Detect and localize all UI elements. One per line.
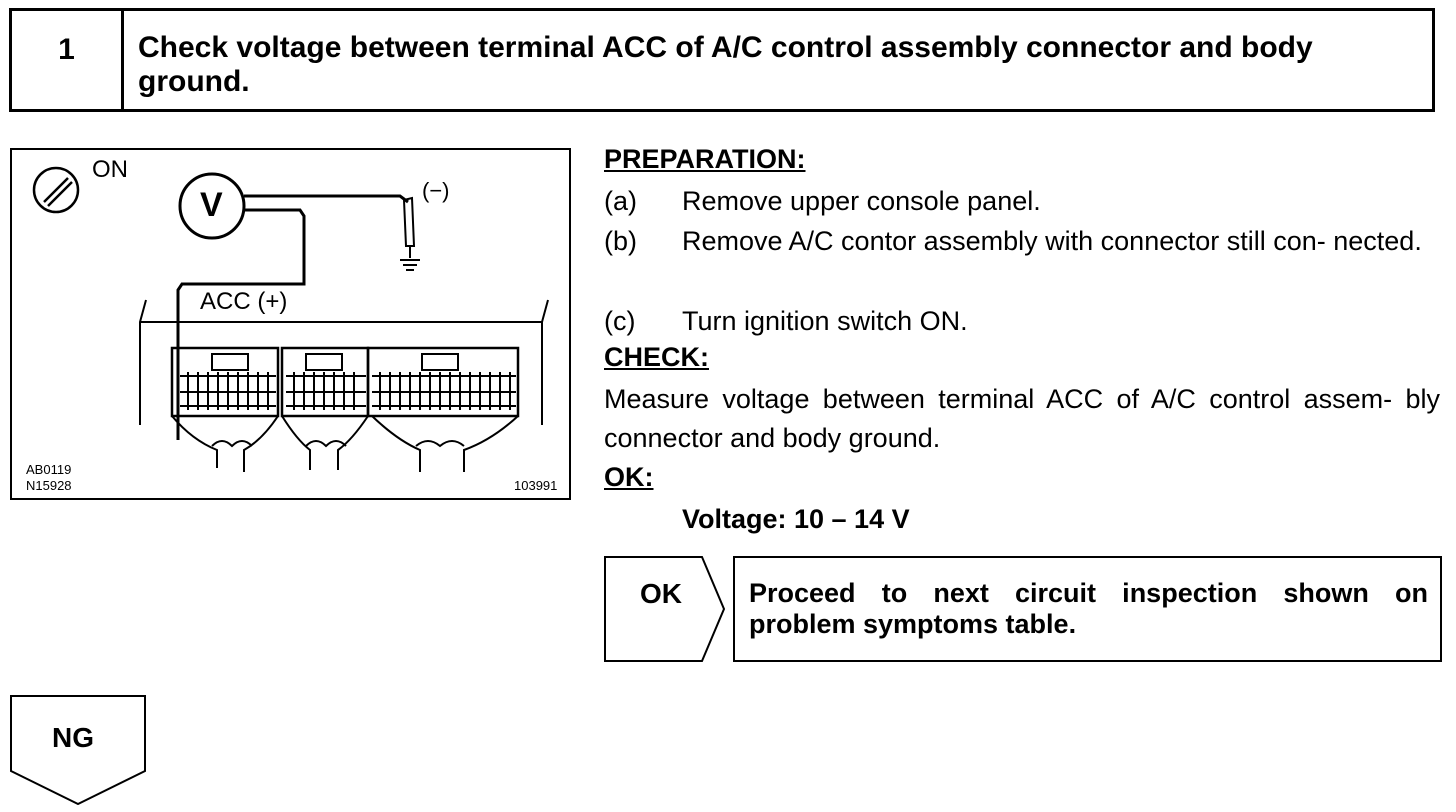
preparation-heading: PREPARATION: [604,144,806,174]
ok-result-label: OK [640,578,682,609]
diagram-code-right: 103991 [514,478,558,493]
negative-probe-label: (−) [422,178,450,203]
prep-step-text: Remove A/C contor assembly with connecto… [682,226,1422,256]
step-title: Check voltage between terminal ACC of A/… [138,31,1313,98]
step-header: 1 Check voltage between terminal ACC of … [9,8,1435,112]
ok-heading: OK: [604,462,654,492]
prep-step-label: (b) [604,226,637,256]
prep-step-text: Remove upper console panel. [682,186,1041,216]
ignition-key-icon [32,166,80,214]
ok-spec: Voltage: 10 – 14 V [682,504,910,534]
step-number: 1 [12,11,124,109]
diagram-code-left-2: N15928 [26,478,72,493]
diagram-code-left-1: AB0119 [26,462,72,477]
voltmeter-icon [178,172,246,240]
voltmeter-label: V [200,186,223,224]
prep-step-label: (a) [604,186,637,216]
acc-terminal-label: ACC (+) [200,288,288,315]
ok-result-box: Proceed to next circuit inspection shown… [733,556,1442,662]
ng-arrow-shape [10,695,146,805]
check-text: Measure voltage between terminal ACC of … [604,384,1440,453]
prep-step-text: Turn ignition switch ON. [682,306,968,336]
ng-result-label: NG [52,722,94,753]
prep-step-label: (c) [604,306,636,336]
ok-arrow-shape [604,556,726,662]
diagram-drawing [32,166,549,472]
ignition-on-label: ON [92,156,128,183]
wiring-diagram: ON V (−) ACC (+) AB0119 N15928 103991 [10,148,571,500]
check-heading: CHECK: [604,342,709,372]
